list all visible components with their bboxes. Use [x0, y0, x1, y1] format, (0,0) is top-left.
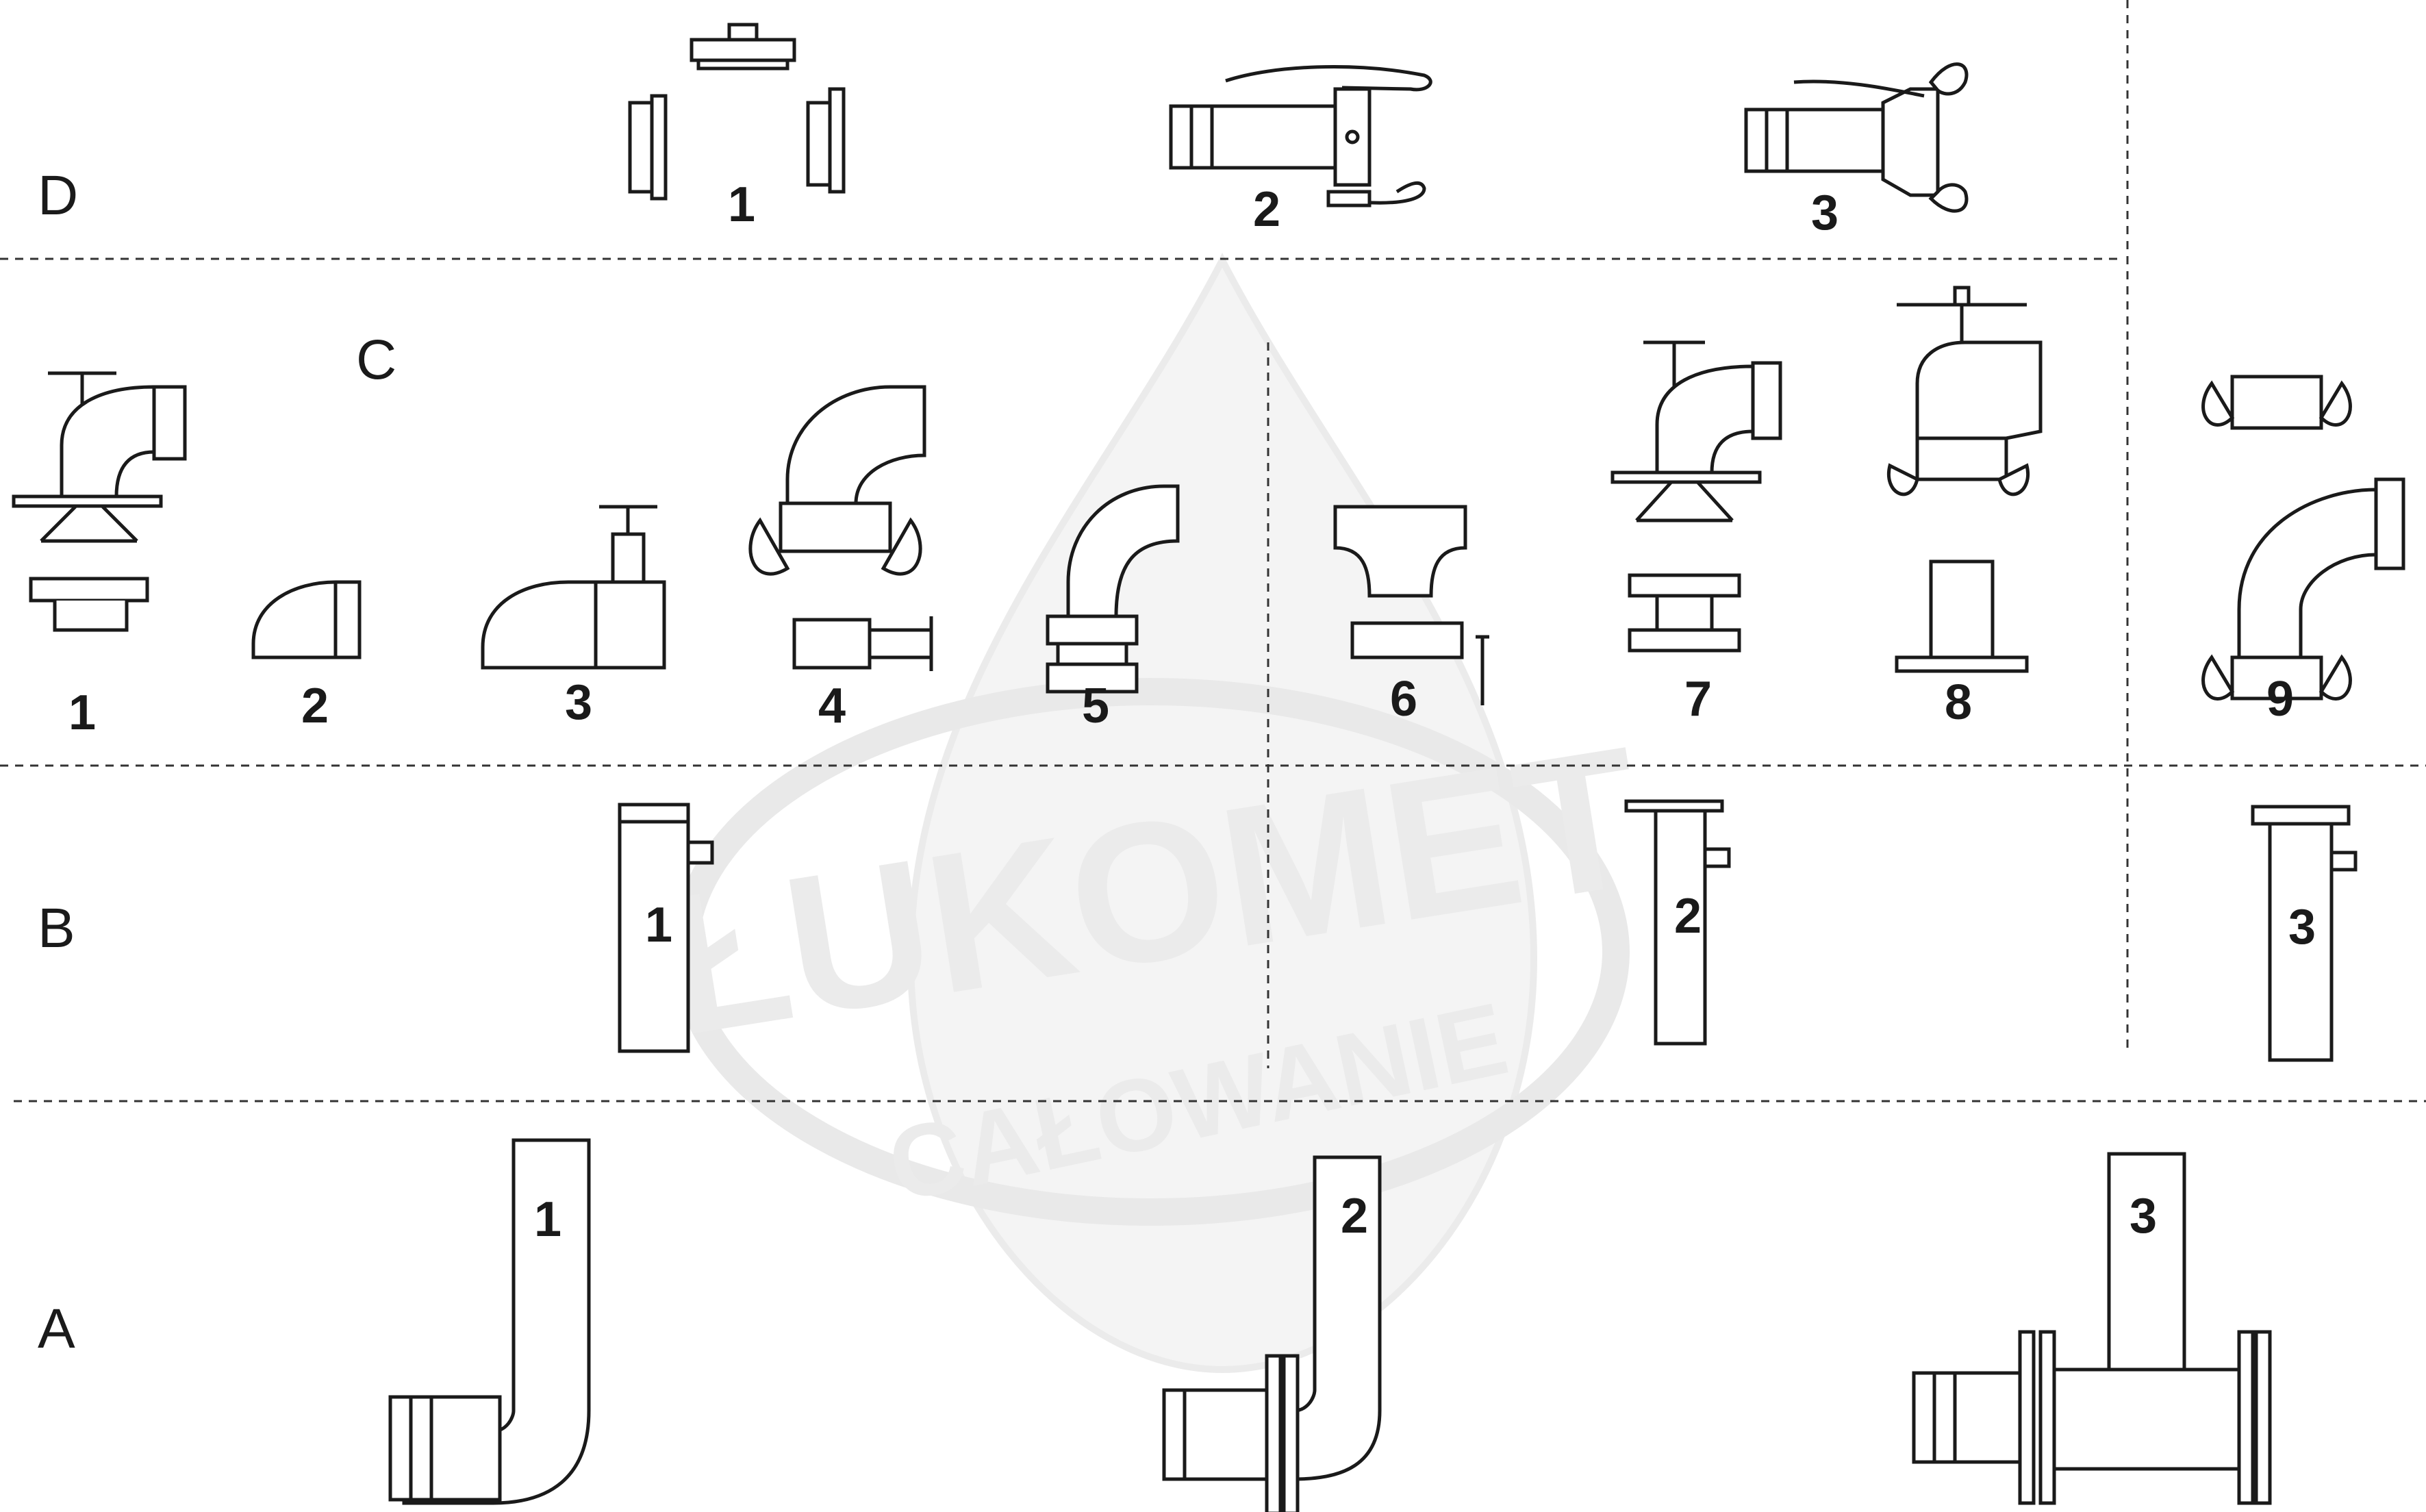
d-item-1-number: 1	[727, 177, 756, 232]
c2-elbow	[251, 580, 362, 659]
section-label-c: C	[356, 329, 397, 391]
c4-elbow-camlock-valve	[748, 385, 933, 671]
c-item-4-number: 4	[818, 679, 846, 733]
c-item-8-number: 8	[1944, 675, 1973, 730]
d-item-2-number: 2	[1252, 182, 1281, 237]
a2-pipe-elbow-flange	[1162, 1155, 1382, 1512]
b-item-2-number: 2	[1673, 889, 1702, 944]
c1-valve-elbow	[12, 371, 187, 632]
c3-elbow-gate-valve	[481, 505, 666, 670]
c-item-5-number: 5	[1081, 679, 1110, 733]
a-item-3-number: 3	[2129, 1189, 2158, 1244]
b3-pipe	[2251, 805, 2358, 1062]
a3-pipe-tee-flanges	[1912, 1152, 2272, 1505]
c-item-3-number: 3	[564, 675, 593, 730]
section-label-d: D	[38, 164, 79, 227]
c6-tee-flange	[1333, 505, 1489, 705]
c-item-7-number: 7	[1684, 672, 1713, 727]
c7-valve-elbow-strainer	[1610, 340, 1782, 653]
b-item-3-number: 3	[2288, 900, 2316, 955]
b-item-1-number: 1	[644, 898, 673, 953]
c-item-6-number: 6	[1389, 672, 1418, 727]
c8-hydrant-valve	[1886, 286, 2043, 673]
c5-elbow-coupling	[1046, 484, 1180, 694]
d3-camlock-coupling	[1744, 62, 1969, 213]
c-item-1-number: 1	[68, 685, 97, 740]
a-item-2-number: 2	[1340, 1189, 1369, 1244]
a-item-1-number: 1	[533, 1192, 562, 1247]
d1-clamp-parts	[628, 23, 846, 201]
b1-pipe	[618, 803, 714, 1053]
a1-pipe-elbow	[388, 1138, 591, 1505]
d2-camlock-coupling	[1169, 65, 1432, 207]
c9-camlock-caps	[2201, 375, 2405, 701]
c-item-9-number: 9	[2266, 672, 2295, 727]
section-label-a: A	[38, 1298, 75, 1360]
d-item-3-number: 3	[1810, 186, 1839, 240]
c-item-2-number: 2	[301, 679, 329, 733]
section-label-b: B	[38, 897, 75, 959]
b2-pipe	[1624, 799, 1731, 1046]
